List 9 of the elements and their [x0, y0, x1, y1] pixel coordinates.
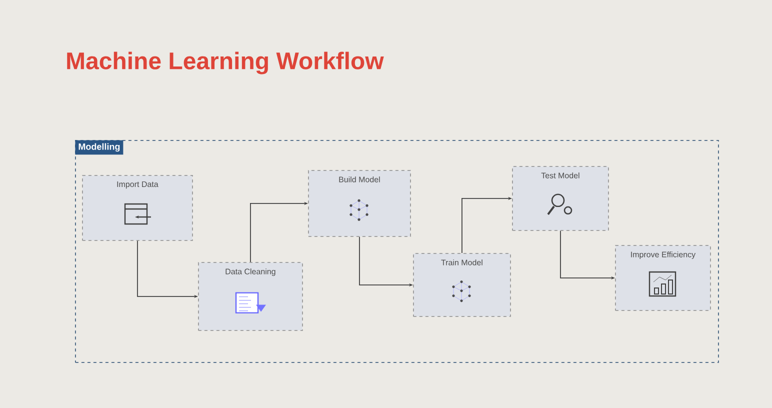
step-box: Train Model — [413, 253, 511, 317]
group-tag: Modelling — [75, 140, 124, 155]
step-box: Import Data — [82, 175, 193, 241]
step-box: Test Model — [512, 166, 609, 231]
title: Machine Learning Workflow — [67, 52, 384, 74]
step-box: Build Model — [308, 170, 411, 237]
step-box: Data Cleaning — [198, 262, 303, 331]
step-box: Improve Efficiency — [615, 245, 711, 311]
group-frame — [75, 140, 719, 363]
